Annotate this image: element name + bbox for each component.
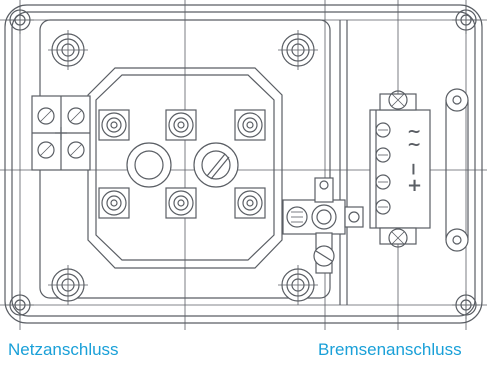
cover-screw-top-left <box>48 30 88 70</box>
brake-connector-assembly <box>282 177 364 274</box>
cover-screw-bottom-left <box>48 265 88 305</box>
mains-terminal-row-bottom <box>98 187 266 219</box>
earth-terminal-block <box>31 95 91 171</box>
cable-gland-right <box>193 142 239 188</box>
mains-terminal-stud <box>98 187 130 219</box>
cover-screw-bottom-right <box>278 265 318 305</box>
mains-terminal-stud <box>165 109 197 141</box>
corner-hole-bottom-left <box>6 291 34 319</box>
mains-terminal-stud <box>234 109 266 141</box>
brake-terminal-strip: ~ ~ − + <box>369 90 431 248</box>
corner-hole-top-right <box>452 6 480 34</box>
mains-terminal-stud <box>98 109 130 141</box>
corner-hole-bottom-right <box>452 291 480 319</box>
cable-gland-left <box>126 142 172 188</box>
ac-symbol: ~ <box>407 135 421 155</box>
cover-screw-top-right <box>278 30 318 70</box>
terminal-box-diagram: ~ ~ − + <box>0 0 487 330</box>
brake-connection-caption: Bremsenanschluss <box>318 340 462 359</box>
corner-hole-top-left <box>6 6 34 34</box>
right-fixing-rail <box>445 88 469 252</box>
mains-terminal-stud <box>165 187 197 219</box>
mains-connection-caption: Netzanschluss <box>8 340 119 359</box>
minus-symbol: − <box>403 162 423 176</box>
mains-terminal-stud <box>234 187 266 219</box>
plus-symbol: + <box>407 175 422 196</box>
ac-symbol: ~ <box>407 122 421 142</box>
mains-terminal-row-top <box>98 109 266 141</box>
